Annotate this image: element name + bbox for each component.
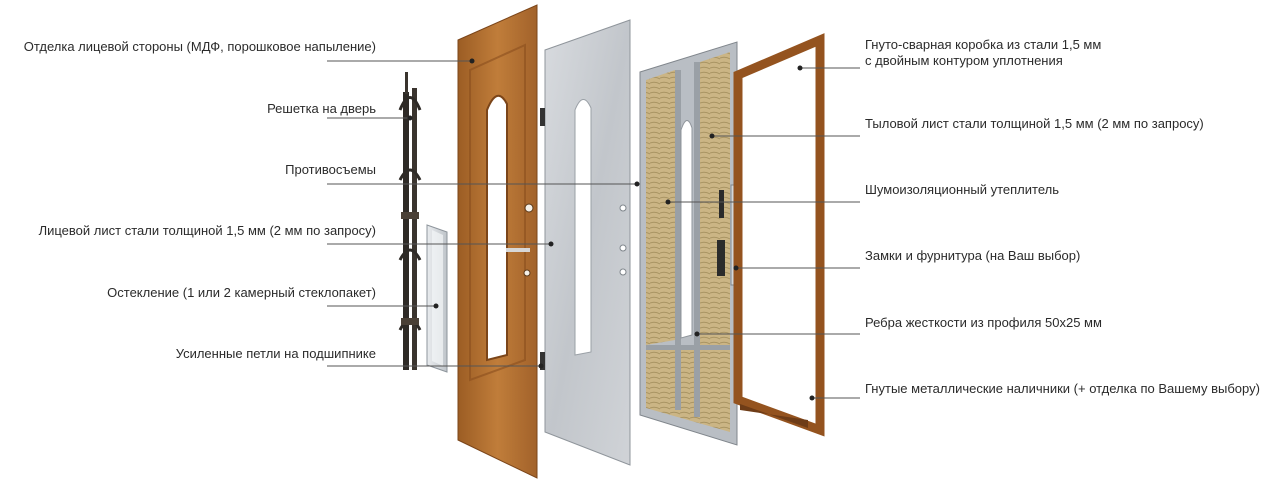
leader-line (809, 395, 860, 401)
leader-line (327, 115, 413, 121)
leader-line (327, 58, 475, 64)
label-back-steel-sheet: Тыловой лист стали толщиной 1,5 мм (2 мм… (865, 116, 1204, 132)
door-frame-box (733, 33, 825, 437)
label-front-steel-sheet: Лицевой лист стали толщиной 1,5 мм (2 мм… (38, 223, 376, 238)
label-line: Шумоизоляционный утеплитель (865, 182, 1059, 197)
glass-unit (426, 224, 448, 373)
label-insulation: Шумоизоляционный утеплитель (865, 182, 1059, 198)
leader-line (327, 181, 640, 187)
leader-line (327, 303, 439, 309)
label-locks: Замки и фурнитура (на Ваш выбор) (865, 248, 1080, 264)
label-line: Гнутые металлические наличники (+ отделк… (865, 381, 1260, 396)
label-trims: Гнутые металлические наличники (+ отделк… (865, 381, 1260, 397)
mdf-front-panel (457, 4, 538, 479)
label-line: Замки и фурнитура (на Ваш выбор) (865, 248, 1081, 263)
label-frame-box: Гнуто-сварная коробка из стали 1,5 мм с … (865, 37, 1101, 69)
label-line: с двойным контуром уплотнения (865, 53, 1063, 68)
leader-line (665, 199, 860, 205)
label-line: Тыловой лист стали толщиной 1,5 мм (2 мм… (865, 116, 1204, 131)
leader-line (733, 265, 860, 271)
label-face-finish: Отделка лицевой стороны (МДФ, порошковое… (23, 39, 376, 54)
label-line: Ребра жесткости из профиля 50х25 мм (865, 315, 1102, 330)
steel-front-sheet (540, 19, 631, 466)
label-line: Гнуто-сварная коробка из стали 1,5 мм (865, 37, 1102, 52)
leader-line (694, 331, 860, 337)
label-hinges: Усиленные петли на подшипнике (175, 346, 376, 361)
label-anti-removal-pins: Противосъемы (285, 162, 376, 177)
label-glazing: Остекление (1 или 2 камерный стеклопакет… (107, 285, 376, 300)
leader-line (327, 241, 554, 247)
door-grate (398, 72, 422, 370)
leader-line (709, 133, 860, 139)
label-stiffening-ribs: Ребра жесткости из профиля 50х25 мм (865, 315, 1102, 331)
leader-line (797, 65, 860, 71)
leader-lines (327, 58, 860, 401)
label-grate: Решетка на дверь (267, 101, 376, 116)
leader-line (327, 363, 544, 369)
inner-frame-insulation (639, 41, 738, 446)
